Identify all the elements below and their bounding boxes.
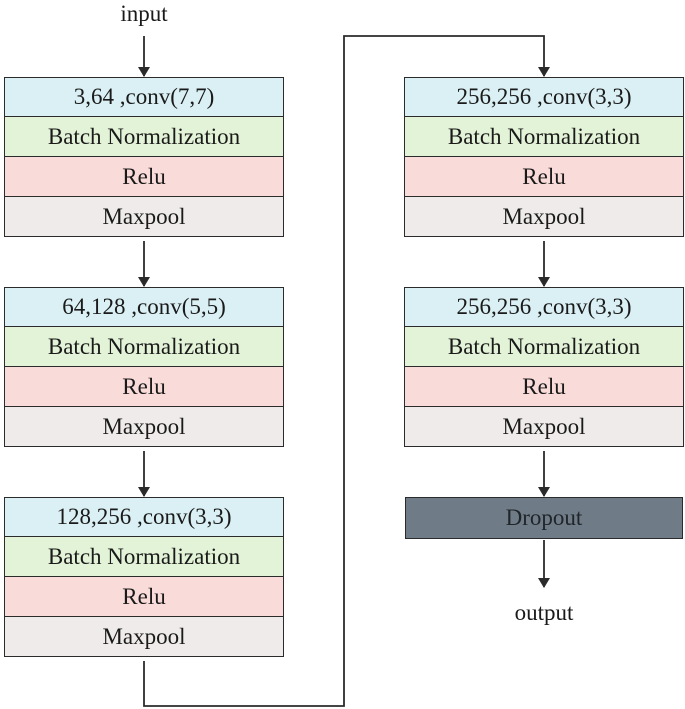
relu-layer: Relu [404, 367, 684, 407]
conv-layer: 128,256 ,conv(3,3) [4, 497, 284, 537]
arrow-block3-to-block4 [143, 35, 550, 707]
conv-layer: 256,256 ,conv(3,3) [404, 77, 684, 117]
relu-layer: Relu [4, 157, 284, 197]
batch-norm-layer: Batch Normalization [404, 327, 684, 367]
conv-block-4: 256,256 ,conv(3,3) Batch Normalization R… [404, 77, 684, 237]
conv-layer: 64,128 ,conv(5,5) [4, 287, 284, 327]
batch-norm-layer: Batch Normalization [4, 537, 284, 577]
relu-layer: Relu [404, 157, 684, 197]
conv-block-2: 64,128 ,conv(5,5) Batch Normalization Re… [4, 287, 284, 447]
relu-layer: Relu [4, 577, 284, 617]
conv-block-3: 128,256 ,conv(3,3) Batch Normalization R… [4, 497, 284, 657]
dropout-layer: Dropout [405, 497, 683, 539]
maxpool-layer: Maxpool [4, 407, 284, 447]
output-label: output [514, 600, 574, 625]
conv-layer: 256,256 ,conv(3,3) [404, 287, 684, 327]
maxpool-layer: Maxpool [404, 407, 684, 447]
maxpool-layer: Maxpool [404, 197, 684, 237]
batch-norm-layer: Batch Normalization [4, 327, 284, 367]
conv-layer: 3,64 ,conv(7,7) [4, 77, 284, 117]
conv-block-5: 256,256 ,conv(3,3) Batch Normalization R… [404, 287, 684, 447]
conv-block-1: 3,64 ,conv(7,7) Batch Normalization Relu… [4, 77, 284, 237]
relu-layer: Relu [4, 367, 284, 407]
batch-norm-layer: Batch Normalization [404, 117, 684, 157]
maxpool-layer: Maxpool [4, 617, 284, 657]
maxpool-layer: Maxpool [4, 197, 284, 237]
input-label: input [120, 1, 168, 26]
batch-norm-layer: Batch Normalization [4, 117, 284, 157]
